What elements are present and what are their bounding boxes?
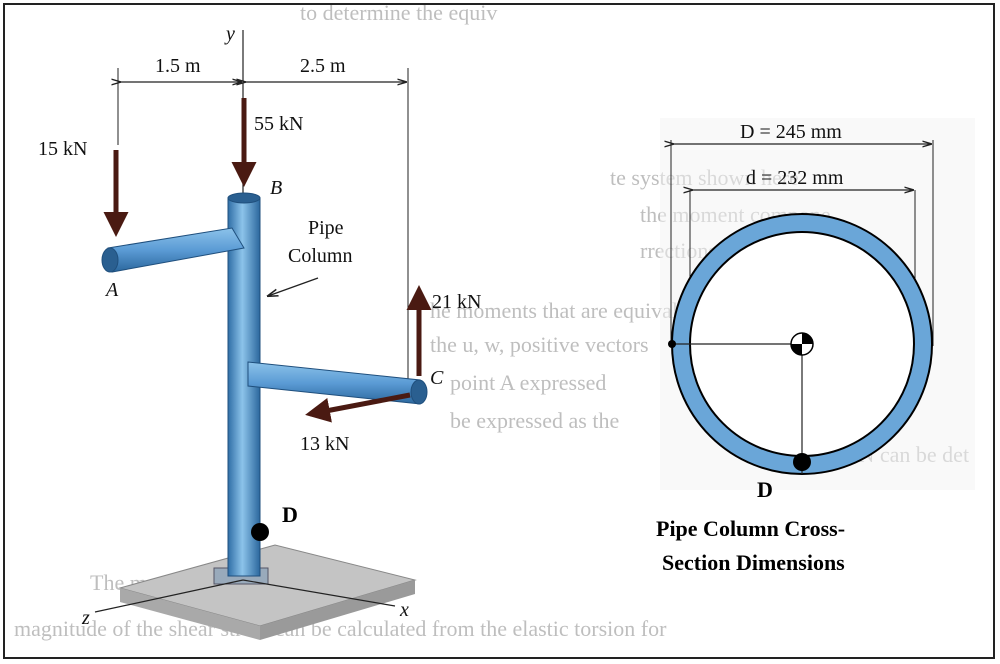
point-a-label: A — [104, 279, 119, 301]
arm-a-end — [101, 247, 119, 273]
dim-label-2-5m: 2.5 m — [300, 55, 346, 77]
cross-section-caption-line2: Section Dimensions — [662, 550, 845, 575]
base-plate-front — [260, 580, 415, 640]
radius-end-marker — [668, 340, 676, 348]
caption-backdrop — [640, 500, 960, 592]
centroid-icon — [790, 332, 814, 356]
axis-z-label: z — [81, 607, 90, 629]
force-label-21kn: 21 kN — [432, 291, 481, 313]
cross-section-diagram: D = 245 mm d = 232 mm D Pipe Column Cros… — [640, 118, 975, 592]
inner-diameter-label: d = 232 mm — [746, 167, 844, 189]
force-label-15kn: 15 kN — [38, 138, 87, 160]
dim-label-1-5m: 1.5 m — [155, 55, 201, 77]
pipe-column-3d-diagram: y 1.5 m 2.5 m z x 15 — [38, 23, 481, 640]
bg-line: magnitude of the shear stress can be cal… — [14, 616, 667, 641]
bg-line: the u, w, positive vectors — [430, 332, 649, 357]
force-label-55kn: 55 kN — [254, 113, 303, 135]
pipe-label-line2: Column — [288, 245, 352, 267]
cross-section-caption-line1: Pipe Column Cross- — [656, 516, 845, 541]
point-b-label: B — [270, 177, 282, 199]
axis-x-label: x — [399, 599, 409, 621]
bg-line: be expressed as the — [450, 408, 619, 433]
point-d-label: D — [282, 502, 298, 527]
cross-section-point-d-marker — [793, 453, 811, 471]
force-arrow-13kn — [305, 392, 411, 423]
point-c-label: C — [430, 367, 444, 389]
point-d-marker — [251, 523, 269, 541]
pipe-arm-a — [107, 227, 245, 273]
bg-line: point A expressed — [450, 370, 606, 395]
outer-diameter-label: D = 245 mm — [740, 121, 842, 143]
x-axis — [242, 579, 396, 607]
z-axis — [94, 579, 244, 613]
arm-c-end — [410, 379, 428, 405]
pipe-label-line1: Pipe — [308, 217, 344, 239]
force-label-13kn: 13 kN — [300, 433, 349, 455]
cross-section-point-d-label: D — [757, 477, 773, 502]
base-plate-side — [120, 588, 260, 640]
column-top-end — [227, 192, 261, 204]
axis-y-label: y — [224, 23, 235, 45]
pipe-column-pointer — [268, 277, 319, 296]
bg-line: to determine the equiv — [300, 0, 497, 25]
